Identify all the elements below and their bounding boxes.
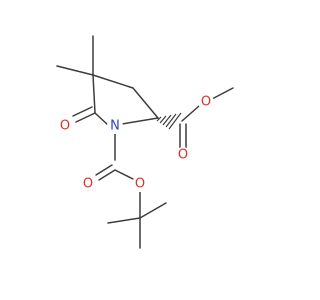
svg-text:O: O	[135, 177, 145, 192]
stereo-hash-wedge	[156, 112, 182, 130]
tbu-methyl-2	[107, 217, 141, 224]
ring-bond-c2-n	[121, 117, 159, 125]
molecule-structure-diagram: N O O O O O	[56, 35, 234, 249]
atom-label-lactam-o: O	[57, 118, 73, 134]
methyl-bond-left	[56, 65, 94, 76]
ring-bond-c3-c2	[132, 87, 159, 119]
ring-bond-c5-c4	[92, 74, 96, 114]
svg-text:O: O	[178, 148, 188, 163]
atom-label-boc-carbonyl-o: O	[80, 176, 96, 192]
tbu-methyl-3	[139, 202, 167, 219]
boc-c-to-o-ether	[114, 169, 134, 180]
svg-text:O: O	[60, 119, 70, 134]
atom-label-ester-carbonyl-o: O	[175, 147, 191, 163]
svg-text:N: N	[110, 119, 120, 134]
ring-bond-c4-c3	[92, 74, 134, 89]
svg-text:O: O	[201, 95, 211, 110]
boc-co-bond-2	[95, 164, 113, 176]
atom-label-n: N	[107, 118, 123, 134]
svg-text:O: O	[83, 177, 93, 192]
lactam-co-bond-2	[72, 106, 93, 117]
atom-label-ester-ether-o: O	[198, 94, 214, 110]
lactam-co-bond-1	[75, 112, 96, 123]
boc-co-bond-1	[98, 169, 116, 181]
atom-label-boc-ether-o: O	[132, 176, 148, 192]
ring-bond-n-c5	[94, 112, 109, 126]
ester-ome-bond	[211, 87, 234, 100]
ester-c-to-o-ether	[181, 105, 200, 122]
